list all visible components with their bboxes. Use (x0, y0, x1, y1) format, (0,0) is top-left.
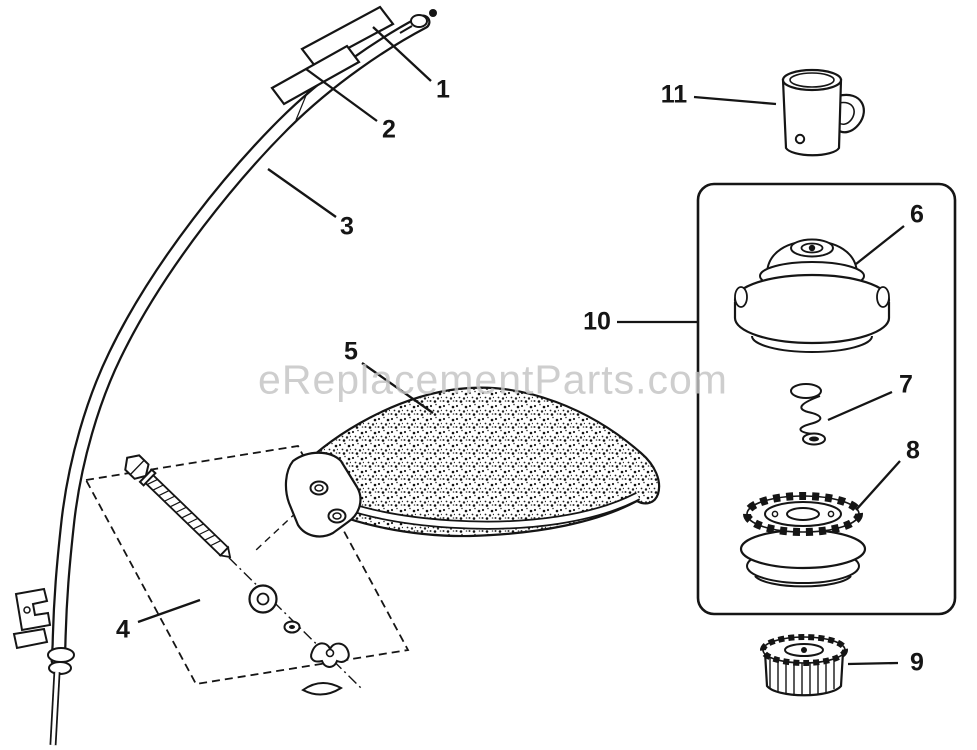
grip-plate-upper (300, 5, 395, 68)
spool (739, 492, 867, 588)
head-housing (733, 238, 891, 353)
callout-11: 11 (660, 80, 688, 109)
callout-10: 10 (583, 307, 611, 336)
callout-6: 6 (910, 200, 924, 229)
callout-leader-lines (137, 26, 905, 666)
callout-8: 8 (906, 436, 920, 465)
spacer (283, 620, 301, 634)
hardware-kit (84, 445, 410, 696)
shield-bracket (284, 451, 362, 538)
callout-7: 7 (899, 370, 913, 399)
flat-washer (248, 584, 278, 614)
cup-holder (781, 68, 865, 157)
callout-4: 4 (116, 615, 130, 644)
debris-shield (284, 386, 661, 538)
callout-2: 2 (382, 115, 396, 144)
callout-5: 5 (344, 337, 358, 366)
spring-and-washer (790, 383, 826, 446)
callout-9: 9 (910, 648, 924, 677)
mounting-bolt (124, 454, 232, 559)
retainer-clip (301, 682, 343, 696)
callout-1: 1 (436, 75, 450, 104)
drive-shaft-tube (50, 9, 437, 668)
bump-knob (760, 634, 848, 697)
head-assembly-box (696, 182, 957, 616)
lower-shaft-end (12, 587, 75, 746)
watermark: eReplacementParts.com (258, 356, 728, 403)
wing-clamp (310, 642, 350, 668)
callout-3: 3 (340, 212, 354, 241)
